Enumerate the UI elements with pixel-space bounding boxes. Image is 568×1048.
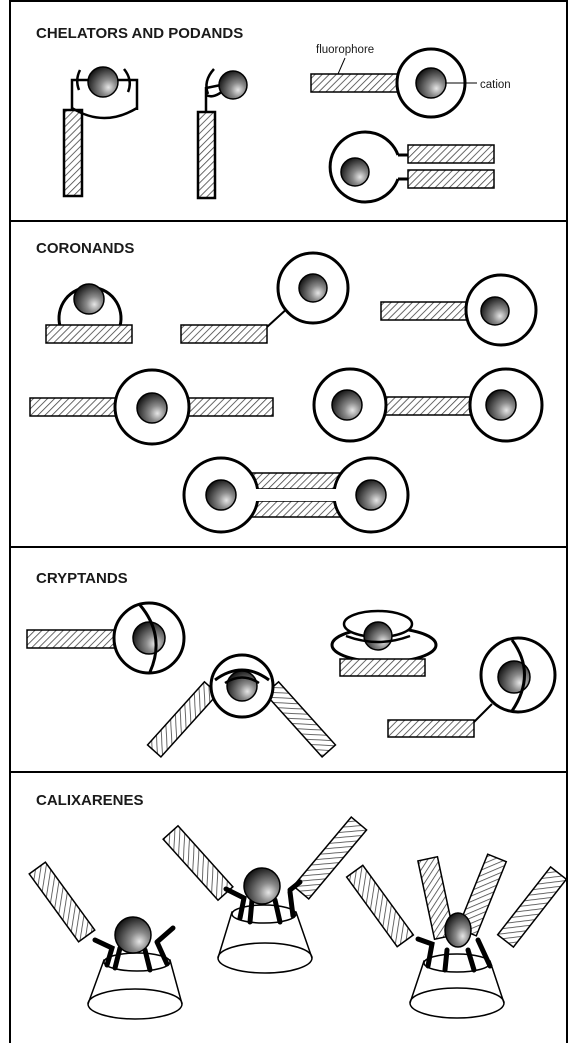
coronand-3 — [380, 273, 538, 347]
fluorophore-bar — [251, 472, 341, 490]
cation — [205, 479, 237, 511]
fluorophore-bar — [292, 816, 368, 900]
section-title-calixarenes: CALIXARENES — [36, 792, 144, 809]
cryptand-2 — [146, 653, 337, 759]
coronand-5 — [312, 367, 544, 443]
fluorophore-bar — [62, 108, 84, 198]
fluorophore-bar — [407, 169, 495, 189]
podand-two-arms — [328, 130, 495, 204]
cation-label: cation — [480, 79, 511, 91]
fluorophore-label: fluorophore — [316, 44, 374, 56]
cation — [444, 912, 472, 948]
cation — [331, 389, 363, 421]
fluorophore-bar — [146, 680, 219, 759]
fluorophore-bar — [264, 680, 337, 759]
chelator-2 — [196, 68, 248, 200]
cryptand-3 — [330, 609, 438, 677]
calixarene-3 — [345, 853, 568, 1019]
section-coronands: CORONANDS — [29, 240, 544, 534]
fluorophore-bar — [162, 824, 234, 902]
fluorophore-bar — [251, 500, 341, 518]
cation — [114, 916, 152, 954]
fluorophore-bar — [380, 301, 470, 321]
cation — [132, 621, 166, 655]
chelator-1 — [62, 66, 139, 198]
cation — [218, 70, 248, 100]
fluorophore-bar — [26, 629, 117, 649]
fluorophore-bar — [345, 864, 415, 948]
cryptand-4 — [387, 636, 557, 738]
cation — [243, 867, 281, 905]
section-title-chelators: CHELATORS AND PODANDS — [36, 25, 243, 42]
fluorophore-bar — [496, 865, 568, 949]
cation — [87, 66, 119, 98]
coronand-4 — [29, 368, 274, 446]
fluorophore-bar — [196, 110, 217, 200]
fluorophore-bar — [379, 396, 481, 416]
section-title-cryptands: CRYPTANDS — [36, 570, 128, 587]
fluorophore-bar — [417, 855, 455, 941]
fluorophore-bar — [310, 73, 400, 93]
section-chelators-podands: CHELATORS AND PODANDS fluorophore — [36, 25, 511, 204]
coronand-6 — [182, 456, 410, 534]
frame — [9, 0, 568, 1043]
fluorophore-bar — [180, 324, 268, 344]
cation — [73, 283, 105, 315]
podand-labeled — [310, 47, 477, 119]
fluorophore-bar — [28, 861, 96, 943]
cation — [480, 296, 510, 326]
cation — [340, 157, 370, 187]
fluorophore-bar — [407, 144, 495, 164]
fluorophore-bar — [339, 658, 426, 677]
fluorophore-bar — [45, 324, 133, 344]
cation — [415, 67, 447, 99]
section-cryptands: CRYPTANDS — [26, 570, 557, 759]
section-title-coronands: CORONANDS — [36, 240, 134, 257]
coronand-1 — [45, 283, 133, 344]
fluorophore-bar — [387, 719, 475, 738]
cation — [226, 670, 258, 702]
calixarene-1 — [28, 861, 183, 1020]
cation — [355, 479, 387, 511]
section-calixarenes: CALIXARENES — [28, 792, 568, 1020]
cryptand-1 — [26, 601, 186, 675]
cation — [363, 621, 393, 651]
calixarene-2 — [162, 816, 368, 974]
coronand-2 — [180, 251, 350, 344]
cation — [298, 273, 328, 303]
cation — [485, 389, 517, 421]
cation — [136, 392, 168, 424]
